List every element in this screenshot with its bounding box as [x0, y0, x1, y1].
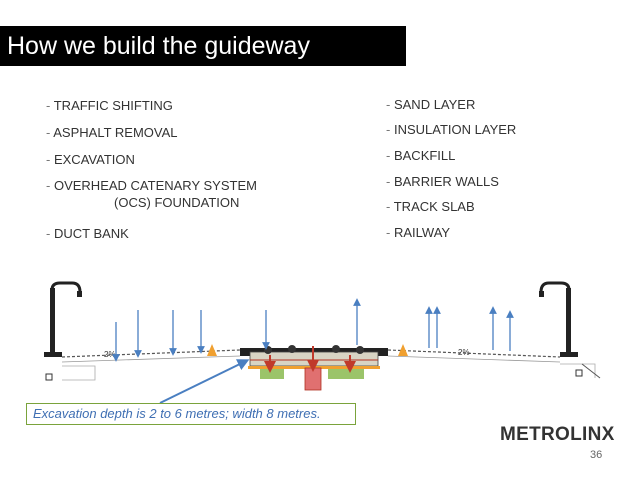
step-label-continuation: (OCS) FOUNDATION — [114, 195, 240, 210]
bullet-dash: - — [46, 152, 51, 167]
traffic-cone-left — [207, 344, 217, 356]
traffic-cone-right — [398, 344, 408, 356]
excavation-callout: Excavation depth is 2 to 6 metres; width… — [26, 403, 356, 425]
list-item: - EXCAVATION — [46, 152, 135, 167]
step-label: BACKFILL — [393, 148, 456, 163]
road-surface — [61, 349, 601, 381]
bullet-dash: - — [46, 125, 51, 140]
bullet-dash: - — [386, 174, 391, 189]
blue-down-arrows — [112, 310, 270, 362]
bullet-dash: - — [386, 97, 391, 112]
callout-pointer-arrow — [159, 359, 250, 404]
backfill-block-left — [260, 369, 284, 379]
list-item: - BARRIER WALLS — [386, 174, 499, 189]
backfill-block-right — [328, 369, 364, 379]
grade-right-label: 2% — [458, 348, 470, 357]
bullet-dash: - — [46, 226, 51, 241]
page-number: 36 — [590, 449, 603, 461]
step-label: DUCT BANK — [53, 226, 129, 241]
blue-up-arrows — [353, 298, 514, 351]
step-label: EXCAVATION — [53, 152, 135, 167]
step-label: TRAFFIC SHIFTING — [53, 98, 173, 113]
bullet-dash: - — [386, 122, 391, 137]
bullet-dash: - — [386, 225, 391, 240]
list-item: - DUCT BANK — [46, 226, 129, 241]
list-item: - TRAFFIC SHIFTING — [46, 98, 173, 113]
red-down-arrows — [264, 346, 356, 373]
bullet-dash: - — [386, 199, 391, 214]
bullet-dash: - — [46, 178, 51, 193]
list-item: - TRACK SLAB — [386, 199, 475, 214]
list-item: - INSULATION LAYER — [386, 122, 516, 137]
list-item: - RAILWAY — [386, 225, 450, 240]
left-ocs-pole — [44, 281, 82, 381]
grade-left-label: 2% — [104, 350, 116, 359]
step-label: BARRIER WALLS — [393, 174, 499, 189]
bullet-dash: - — [46, 98, 51, 113]
list-item: - BACKFILL — [386, 148, 455, 163]
list-item: - SAND LAYER — [386, 97, 475, 112]
list-item: - ASPHALT REMOVAL — [46, 125, 178, 140]
list-item: - OVERHEAD CATENARY SYSTEM — [46, 178, 257, 193]
step-label: INSULATION LAYER — [393, 122, 517, 137]
step-label: RAILWAY — [393, 225, 451, 240]
step-label: TRACK SLAB — [393, 199, 475, 214]
ocs-foundation-block — [304, 367, 322, 391]
slide-title: How we build the guideway — [0, 26, 406, 66]
step-label: SAND LAYER — [393, 97, 476, 112]
bullet-dash: - — [386, 148, 391, 163]
metrolinx-logo: METROLINX — [500, 424, 615, 445]
right-ocs-pole — [539, 281, 583, 377]
step-label: ASPHALT REMOVAL — [53, 125, 178, 140]
step-label: OVERHEAD CATENARY SYSTEM — [53, 178, 257, 193]
